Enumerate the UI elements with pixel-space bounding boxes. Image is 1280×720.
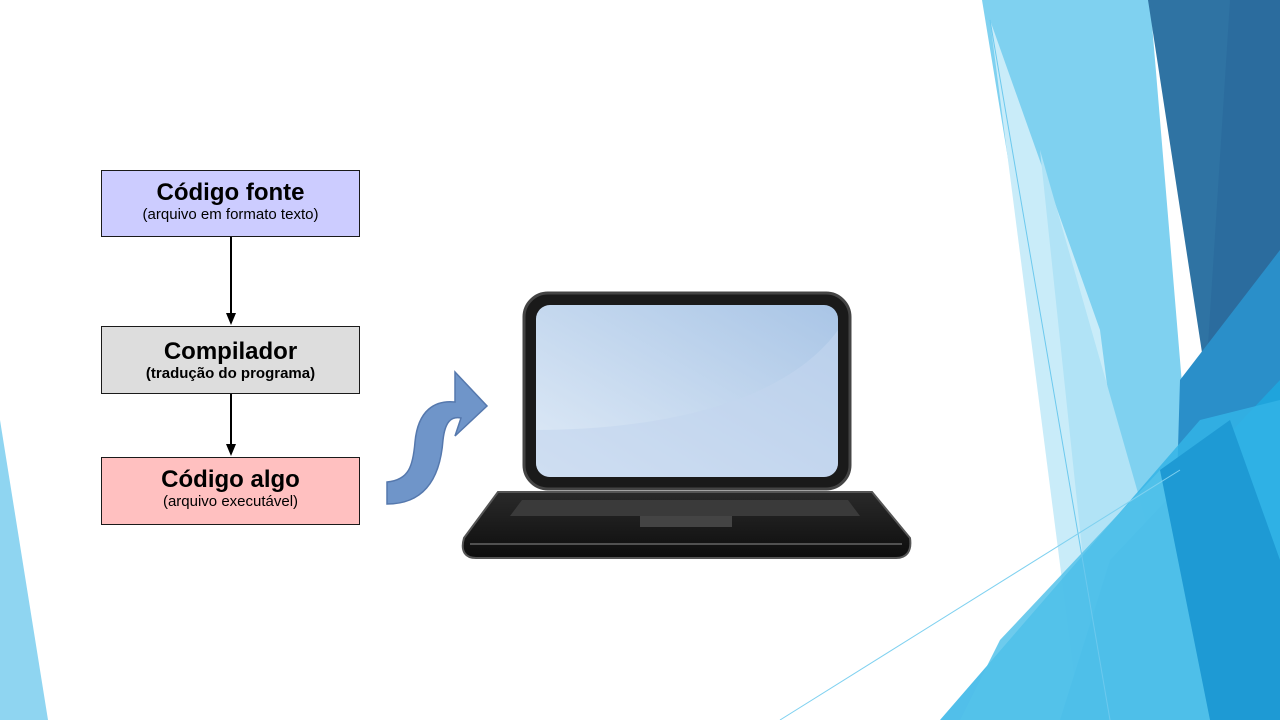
source-code-box: Código fonte (arquivo em formato texto) <box>101 170 360 237</box>
arrow-compiler-to-exec <box>226 394 236 456</box>
facet-line-1 <box>989 19 1111 720</box>
curved-arrow-icon <box>386 370 489 505</box>
source-code-title: Código fonte <box>156 179 305 206</box>
executable-title: Código algo <box>161 466 300 493</box>
executable-subtitle: (arquivo executável) <box>162 493 299 510</box>
laptop-icon <box>461 291 912 559</box>
compiler-box: Compilador (tradução do programa) <box>101 326 360 394</box>
left-facet <box>0 420 48 720</box>
arrow-source-to-compiler <box>226 237 236 325</box>
laptop-keyboard <box>510 500 860 516</box>
source-code-subtitle: (arquivo em formato texto) <box>142 206 319 223</box>
facet-mid-4 <box>960 470 1220 720</box>
facet-bright <box>1160 420 1280 720</box>
compiler-subtitle: (tradução do programa) <box>145 365 316 382</box>
compiler-title: Compilador <box>163 338 298 365</box>
executable-box: Código algo (arquivo executável) <box>101 457 360 525</box>
laptop-touchpad <box>640 516 732 527</box>
facet-line-2 <box>779 469 1181 720</box>
